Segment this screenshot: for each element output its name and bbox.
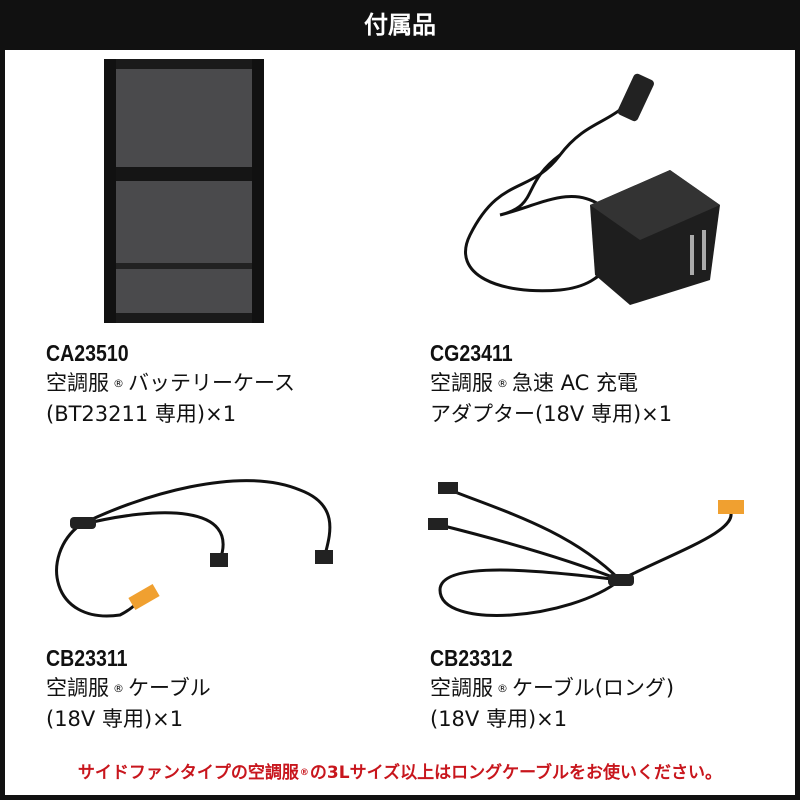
item-model: CA23510 — [46, 340, 129, 366]
ac-adapter-image — [464, 73, 720, 305]
page-title: 付属品 — [0, 0, 800, 50]
item-name: 空調服®ケーブル(ロング) — [430, 676, 675, 700]
item-name: 空調服®ケーブル — [46, 676, 211, 700]
item-battery-case: CA23510 空調服®バッテリーケース (BT23211 専用)×1 — [46, 338, 295, 429]
cable-short-image — [55, 479, 333, 618]
item-detail: (18V 専用)×1 — [430, 707, 568, 731]
long-cable-note: サイドファンタイプの空調服®の3Lサイズ以上はロングケーブルをお使いください。 — [77, 763, 723, 783]
item-name: 空調服®急速 AC 充電 — [430, 371, 639, 395]
item-cable-long: CB23312 空調服®ケーブル(ロング) (18V 専用)×1 — [430, 643, 674, 734]
item-ac-adapter: CG23411 空調服®急速 AC 充電 アダプター(18V 専用)×1 — [430, 338, 672, 429]
item-detail: (18V 専用)×1 — [46, 707, 184, 731]
battery-case-image — [104, 59, 264, 323]
item-model: CB23311 — [46, 645, 128, 671]
item-detail: アダプター(18V 専用)×1 — [430, 402, 673, 426]
item-model: CB23312 — [430, 645, 513, 671]
item-detail: (BT23211 専用)×1 — [46, 402, 237, 426]
item-name: 空調服®バッテリーケース — [46, 371, 295, 395]
item-cable-short: CB23311 空調服®ケーブル (18V 専用)×1 — [46, 643, 211, 734]
item-model: CG23411 — [430, 340, 513, 366]
cable-long-image — [428, 482, 744, 617]
